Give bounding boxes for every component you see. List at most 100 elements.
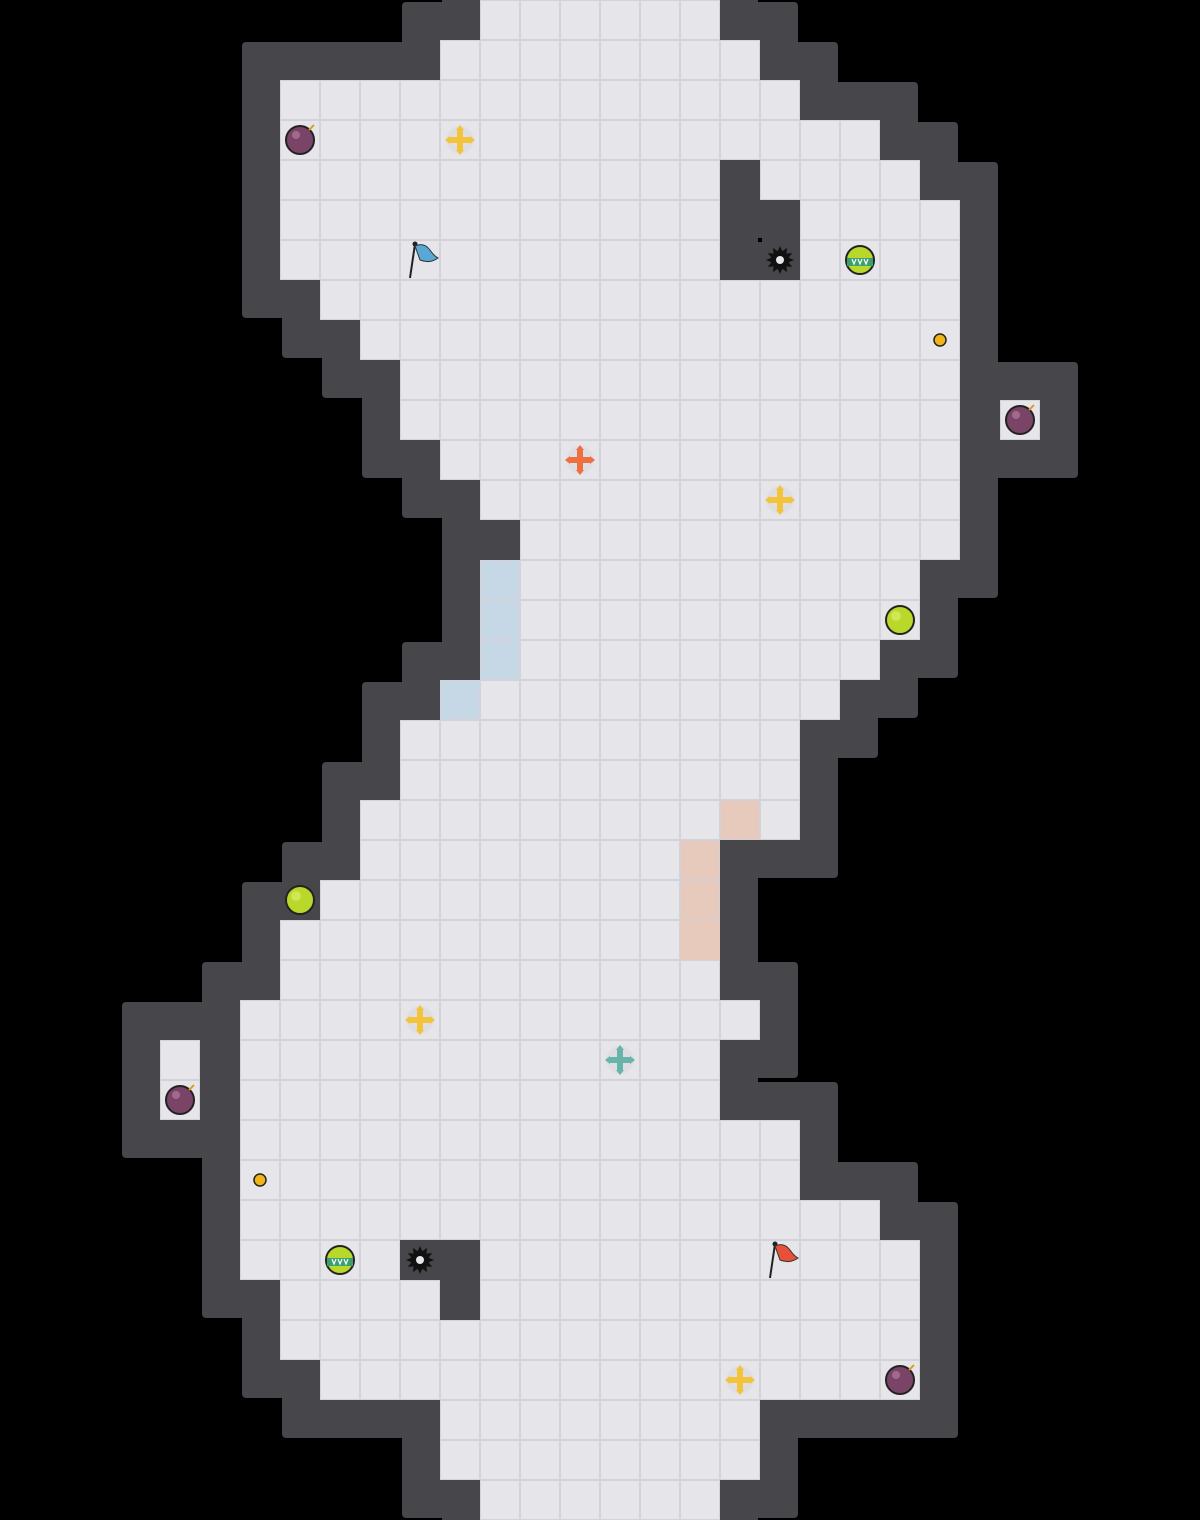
grid-cell [520,360,560,400]
grid-cell [520,1320,560,1360]
grid-cell [720,520,760,560]
grid-cell [600,0,640,40]
floor-tile [240,1240,280,1280]
grid-cell [560,880,600,920]
grid-cell [680,880,720,920]
floor-tile [360,160,400,200]
floor-tile [440,1200,480,1240]
floor-tile [600,1280,640,1320]
floor-tile [560,1160,600,1200]
grid-cell [800,600,840,640]
floor-tile [360,880,400,920]
floor-tile [880,280,920,320]
floor-tile [240,1080,280,1120]
floor-tile [880,520,920,560]
grid-cell [160,1040,200,1080]
floor-tile [600,80,640,120]
grid-cell [240,1160,280,1200]
grid-cell [440,680,480,720]
floor-tile [400,1160,440,1200]
yellow-boost-icon[interactable] [765,485,795,515]
boost-bar-horizontal [569,457,591,463]
grid-cell [280,240,320,280]
grid-cell [240,1040,280,1080]
floor-tile [480,320,520,360]
spike-icon[interactable] [766,246,794,274]
floor-tile [280,1320,320,1360]
grid-cell [600,640,640,680]
teal-boost-icon[interactable] [605,1045,635,1075]
striped-powerup-icon[interactable] [325,1245,355,1275]
red-flag-icon[interactable] [769,1241,799,1279]
grid-cell [440,320,480,360]
floor-tile [360,1080,400,1120]
bomb-icon[interactable] [885,1364,915,1395]
powerup-icon[interactable] [285,885,315,915]
bomb-icon[interactable] [165,1084,195,1115]
floor-tile [800,640,840,680]
floor-tile [600,320,640,360]
powerup-icon[interactable] [885,605,915,635]
grid-cell [680,1120,720,1160]
grid-cell [640,1200,680,1240]
powerup-shine [291,891,301,901]
yellow-boost-icon[interactable] [405,1005,435,1035]
grid-cell [640,320,680,360]
grid-cell [640,600,680,640]
orange-boost-icon[interactable] [565,445,595,475]
floor-tile [480,0,520,40]
floor-tile [720,1400,760,1440]
floor-tile [560,360,600,400]
grid-cell [680,680,720,720]
grid-cell [560,600,600,640]
grid-cell [320,1200,360,1240]
bomb-icon[interactable] [1005,404,1035,435]
grid-cell [640,1400,680,1440]
team-zone-layer [440,560,760,960]
floor-tile [600,640,640,680]
grid-cell [600,1200,640,1240]
blue-flag-icon[interactable] [409,241,439,279]
grid-cell [480,1240,520,1280]
grid-cell [720,1240,760,1280]
floor-tile [680,1480,720,1520]
floor-tile [360,960,400,1000]
yellow-boost-icon[interactable] [725,1365,755,1395]
bomb-icon[interactable] [285,124,315,155]
grid-cell [440,1160,480,1200]
yellow-boost-icon[interactable] [445,125,475,155]
grid-cell [520,1360,560,1400]
grid-cell [520,1200,560,1240]
powerup-body [285,885,315,915]
floor-tile [840,320,880,360]
floor-tile [640,520,680,560]
floor-tile [560,880,600,920]
grid-cell [840,480,880,520]
floor-tile [920,200,960,240]
grid-cell [560,1080,600,1120]
floor-tile [480,680,520,720]
floor-tile [720,720,760,760]
floor-tile [600,1240,640,1280]
floor-tile [760,800,800,840]
floor-tile [640,440,680,480]
floor-tile [800,240,840,280]
floor-tile [680,0,720,40]
striped-powerup-icon[interactable] [845,245,875,275]
spike-icon[interactable] [406,1246,434,1274]
gate-dot-icon[interactable] [253,1173,267,1187]
floor-tile [160,1040,200,1080]
grid-cell [240,1200,280,1240]
gate-dot-icon[interactable] [933,333,947,347]
grid-cell [720,40,760,80]
floor-tile [440,200,480,240]
grid-cell [520,200,560,240]
floor-tile [560,1200,600,1240]
floor-tile [560,800,600,840]
floor-tile [720,440,760,480]
grid-cell [600,120,640,160]
boost-arrow [725,1376,730,1384]
floor-tile [640,1080,680,1120]
grid-cell [680,1360,720,1400]
grid-cell [840,400,880,440]
